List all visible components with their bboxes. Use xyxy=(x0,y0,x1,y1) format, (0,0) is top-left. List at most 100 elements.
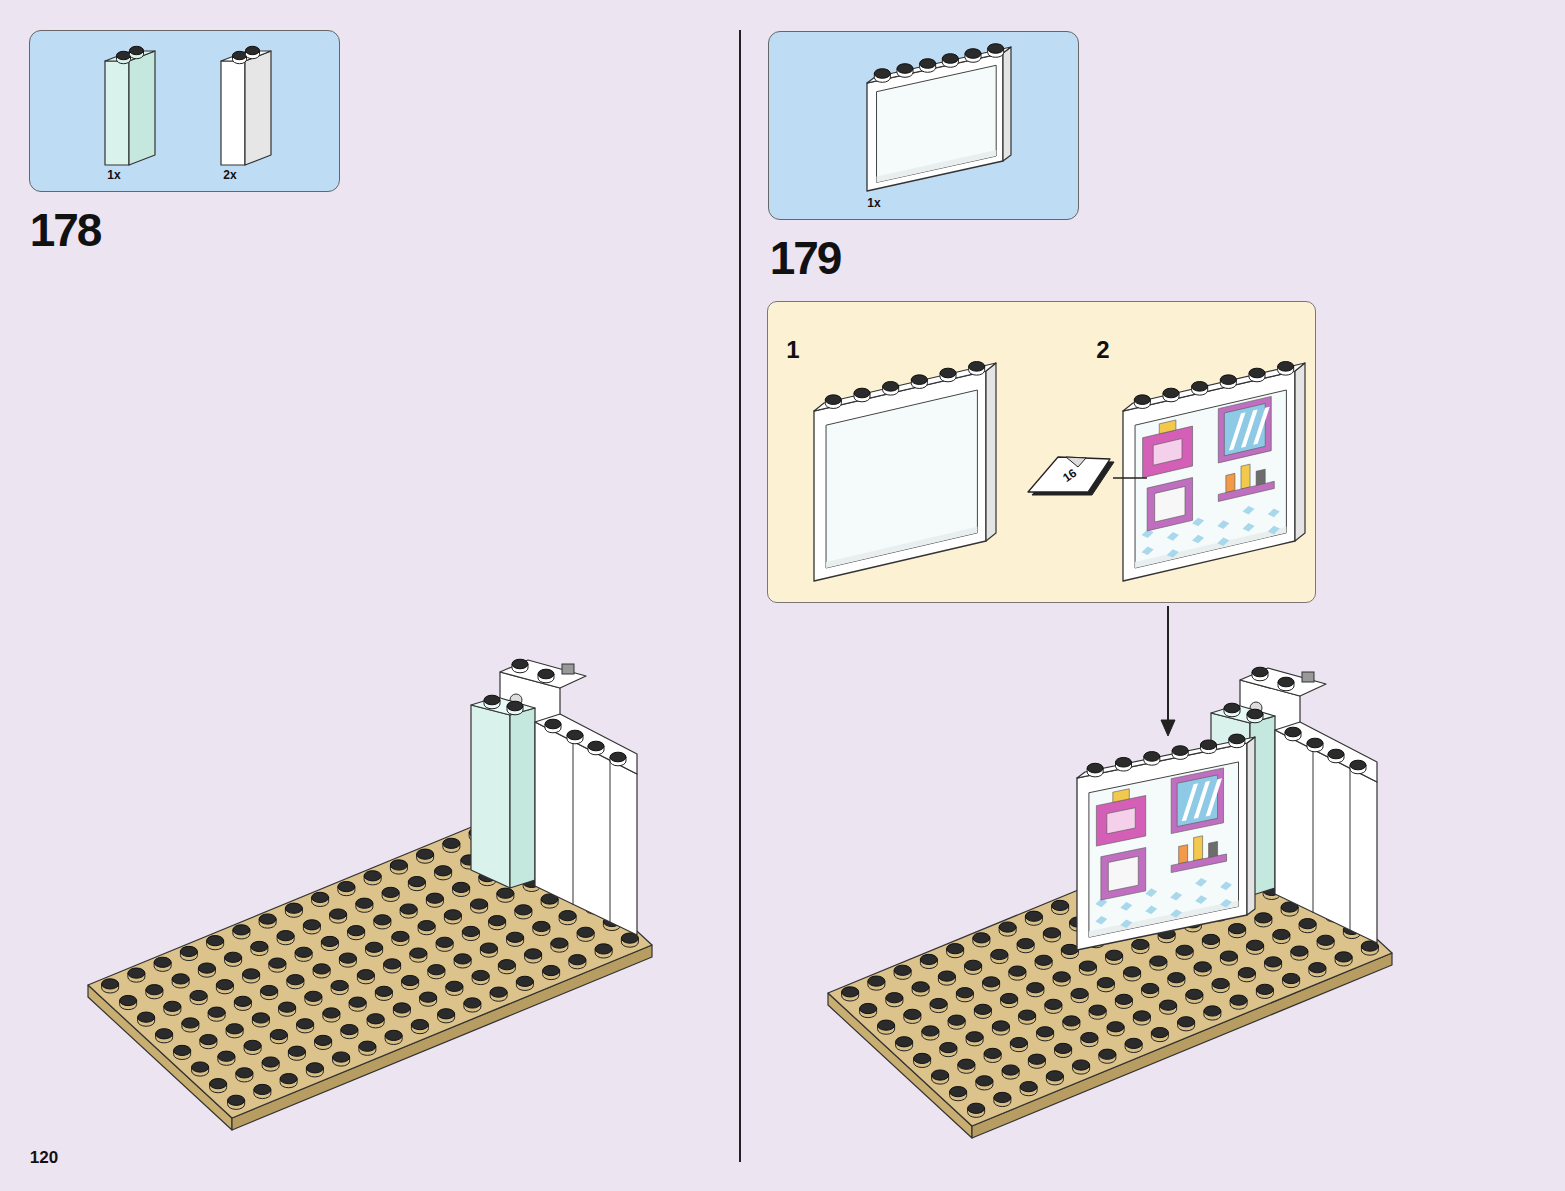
sticker-art xyxy=(1143,426,1193,478)
white-brick xyxy=(535,722,637,935)
stud xyxy=(312,892,329,906)
stud xyxy=(471,899,488,913)
stud xyxy=(411,1019,428,1033)
stud xyxy=(950,1087,967,1101)
stud xyxy=(498,960,515,974)
stud xyxy=(1045,999,1062,1013)
stud xyxy=(295,947,312,961)
stud xyxy=(1283,973,1300,987)
stud xyxy=(315,1035,332,1049)
stud xyxy=(390,860,407,874)
clip-brick xyxy=(500,660,586,688)
sticker-art xyxy=(1194,836,1203,861)
stud xyxy=(1116,757,1132,771)
mint-brick xyxy=(510,708,535,888)
node-illustration xyxy=(30,31,341,193)
stud xyxy=(1285,727,1301,741)
stud xyxy=(942,54,958,68)
parts-callout: 1x xyxy=(768,31,1079,220)
panel-side xyxy=(1247,737,1255,915)
panel-frame xyxy=(814,371,986,581)
stud xyxy=(305,991,322,1005)
stud xyxy=(969,362,985,376)
stud xyxy=(472,970,489,984)
stud xyxy=(280,1074,297,1088)
stud xyxy=(1002,1065,1019,1079)
stud xyxy=(1071,988,1088,1002)
sticker-art xyxy=(1155,486,1185,522)
stud xyxy=(192,1062,209,1076)
stud xyxy=(1099,1049,1116,1063)
stud xyxy=(374,915,391,929)
stud xyxy=(1124,967,1141,981)
stud xyxy=(1017,939,1034,953)
stud xyxy=(438,1009,455,1023)
stud xyxy=(1142,983,1159,997)
sticker-art xyxy=(1145,888,1157,897)
node-illustration xyxy=(768,302,1317,604)
sticker-art xyxy=(1206,778,1222,816)
stud xyxy=(262,1057,279,1071)
stud xyxy=(994,1092,1011,1106)
stud xyxy=(1073,1060,1090,1074)
sticker-art xyxy=(1209,841,1218,857)
stud xyxy=(966,1032,983,1046)
sticker-art xyxy=(1167,549,1179,558)
stud xyxy=(138,1012,155,1026)
stud xyxy=(883,382,899,396)
stud xyxy=(174,1045,191,1059)
stud xyxy=(1328,749,1344,763)
stud xyxy=(938,971,955,985)
clip-rod xyxy=(562,664,574,674)
stud xyxy=(236,1068,253,1082)
stud xyxy=(1163,388,1179,402)
placement-arrow xyxy=(1167,606,1169,722)
white-brick xyxy=(535,714,637,774)
panel-top xyxy=(867,47,1011,83)
sticker-art xyxy=(1120,919,1132,928)
stud xyxy=(1291,946,1308,960)
stud xyxy=(226,1024,243,1038)
sticker-art xyxy=(1107,808,1135,834)
stud xyxy=(897,64,913,78)
stud xyxy=(1249,368,1265,382)
stud xyxy=(359,1041,376,1055)
stud xyxy=(1194,962,1211,976)
sticker-art xyxy=(1218,481,1274,501)
stud xyxy=(1202,934,1219,948)
stud xyxy=(533,921,550,935)
stud xyxy=(1043,928,1060,942)
sticker-art xyxy=(1145,906,1157,915)
stud xyxy=(1220,951,1237,965)
sticker-art xyxy=(1226,473,1235,492)
stud xyxy=(190,990,207,1004)
brick-face xyxy=(129,51,155,165)
stud xyxy=(860,1003,877,1017)
stud xyxy=(569,955,586,969)
sticker-art xyxy=(1153,439,1182,466)
stud xyxy=(1265,957,1282,971)
stud xyxy=(182,1018,199,1032)
step-179-model xyxy=(828,667,1392,1138)
stud xyxy=(128,968,145,982)
stud xyxy=(270,1029,287,1043)
brick-face xyxy=(245,51,271,165)
stud xyxy=(930,998,947,1012)
stud xyxy=(384,959,401,973)
sticker-art xyxy=(1170,892,1182,901)
stud xyxy=(940,1042,957,1056)
stud xyxy=(1255,913,1272,927)
stud xyxy=(339,953,356,967)
brick-edge xyxy=(573,741,574,905)
stud xyxy=(1087,763,1103,777)
stud xyxy=(164,1001,181,1015)
stud xyxy=(973,933,990,947)
stud xyxy=(1106,950,1123,964)
stud xyxy=(331,980,348,994)
stud xyxy=(277,931,294,945)
clip-brick xyxy=(1240,668,1326,696)
stud xyxy=(288,1046,305,1060)
stud xyxy=(1028,1054,1045,1068)
sticker-art xyxy=(1179,845,1188,864)
stud xyxy=(932,1070,949,1084)
